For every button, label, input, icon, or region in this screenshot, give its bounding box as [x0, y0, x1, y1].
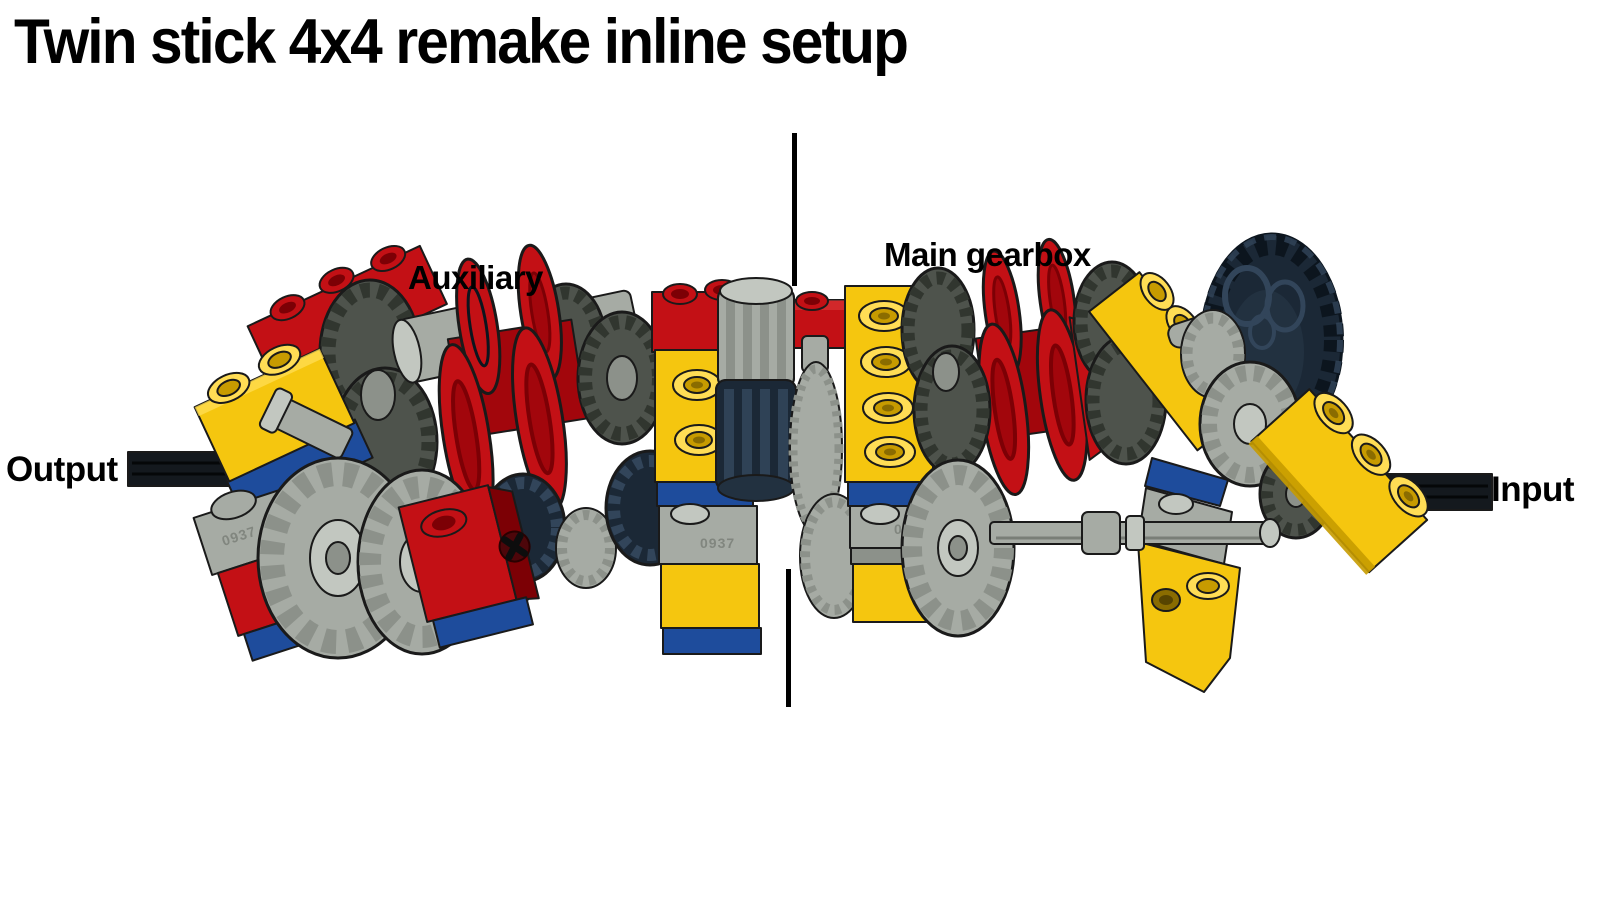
main-input-column: 0937: [844, 285, 946, 623]
center-crown-column: [715, 277, 797, 502]
blue-stripe: [662, 627, 762, 655]
label-auxiliary: Auxiliary: [408, 259, 543, 296]
main-long-axle: [989, 511, 1281, 555]
main-right-yellow-brick: [1248, 388, 1429, 575]
blue-stripe: [1144, 457, 1229, 507]
label-output: Output: [6, 450, 118, 489]
aux-dark-gear-a: [318, 278, 439, 518]
yellow-brick-bottom: [660, 563, 760, 629]
yellow-ring-studs: [858, 300, 916, 468]
label-input: Input: [1491, 470, 1575, 509]
page-title: Twin stick 4x4 remake inline setup: [14, 7, 909, 77]
axle-hole-icon: [498, 530, 531, 563]
blue-stripe: [432, 596, 534, 649]
label-main-gearbox: Main gearbox: [884, 236, 1091, 273]
center-idler-gears: [788, 335, 869, 619]
aux-gray-pin: [258, 387, 354, 459]
main-crown-gear: [900, 458, 1016, 638]
divider-line-top: [792, 133, 797, 286]
yellow-studs: [207, 343, 302, 404]
yellow-ring-studs: [1313, 391, 1429, 518]
yellow-brick-bottom: [1137, 541, 1241, 693]
yellow-ring-studs: [672, 369, 724, 456]
part-stamp: 0937: [700, 535, 735, 551]
aux-red-pulleys: [437, 243, 588, 614]
red-studs: [269, 244, 407, 322]
aux-red-brick-x: [397, 484, 540, 649]
divider-line-bottom: [786, 569, 791, 707]
